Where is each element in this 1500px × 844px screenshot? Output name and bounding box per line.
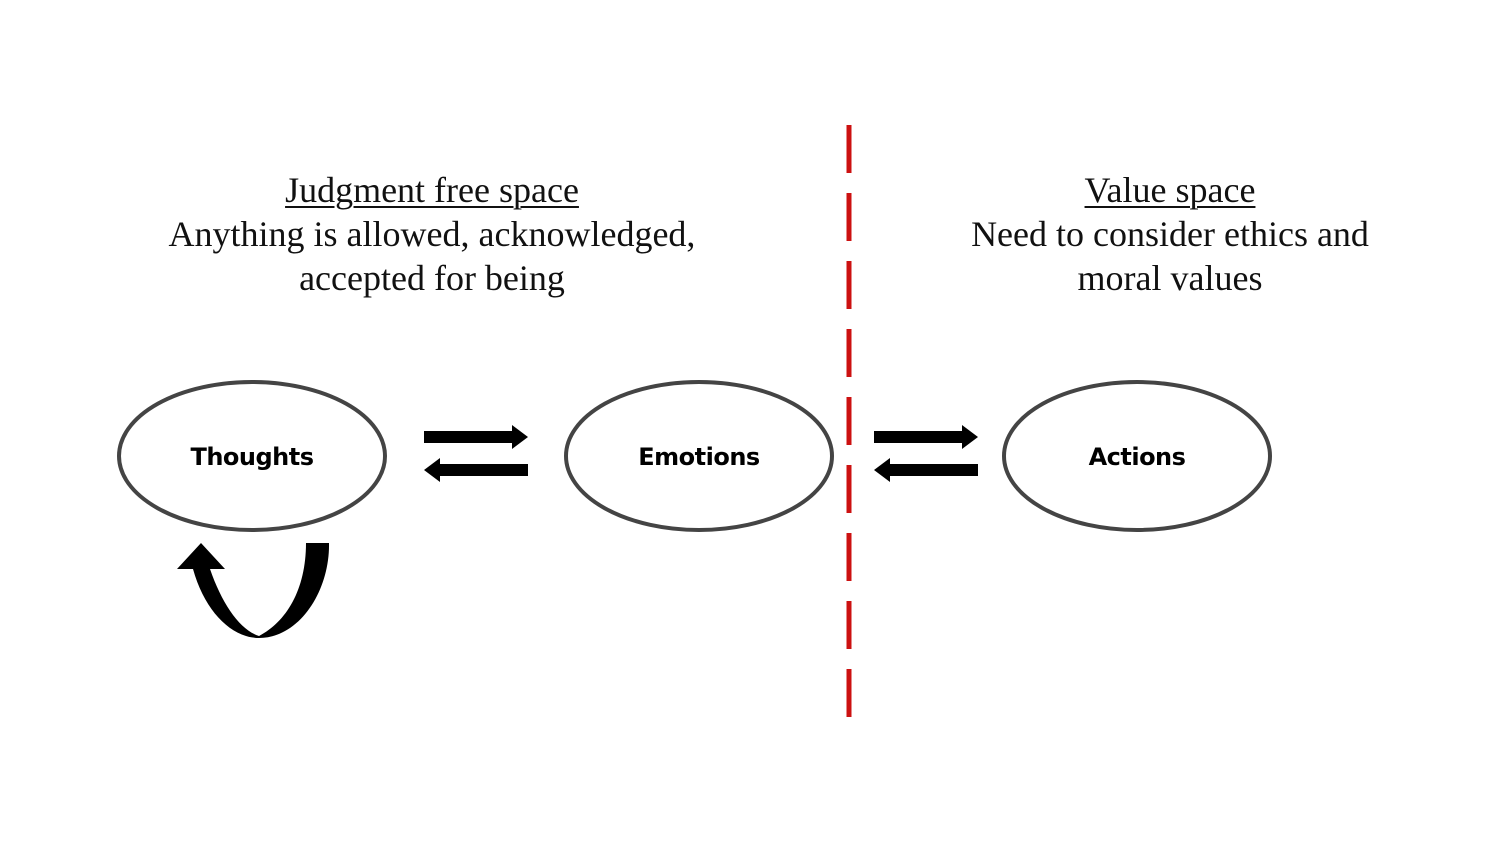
actions-ellipse bbox=[1002, 380, 1272, 532]
emotions-ellipse bbox=[564, 380, 834, 532]
right-arrow-icon bbox=[874, 425, 978, 449]
left-arrow-icon bbox=[874, 458, 978, 482]
thoughts-ellipse bbox=[117, 380, 387, 532]
emotions-actions-arrows bbox=[874, 425, 978, 482]
thoughts-node: Thoughts bbox=[117, 380, 387, 532]
judgment-free-space-heading: Judgment free space Anything is allowed,… bbox=[80, 168, 784, 300]
right-arrow-icon bbox=[424, 425, 528, 449]
emotions-node: Emotions bbox=[564, 380, 834, 532]
value-space-line-2: moral values bbox=[1077, 258, 1263, 298]
judgment-free-space-line-2: accepted for being bbox=[299, 258, 565, 298]
value-space-heading: Value space Need to consider ethics and … bbox=[900, 168, 1440, 300]
u-turn-arrow-icon bbox=[177, 543, 330, 638]
thoughts-label: Thoughts bbox=[190, 443, 313, 471]
judgment-free-space-title: Judgment free space bbox=[285, 170, 579, 210]
value-space-line-1: Need to consider ethics and bbox=[971, 214, 1369, 254]
judgment-free-space-line-1: Anything is allowed, acknowledged, bbox=[168, 214, 696, 254]
thoughts-emotions-arrows bbox=[424, 425, 528, 482]
value-space-title: Value space bbox=[1084, 170, 1256, 210]
actions-label: Actions bbox=[1089, 443, 1186, 471]
left-arrow-icon bbox=[424, 458, 528, 482]
emotions-label: Emotions bbox=[638, 443, 760, 471]
actions-node: Actions bbox=[1002, 380, 1272, 532]
